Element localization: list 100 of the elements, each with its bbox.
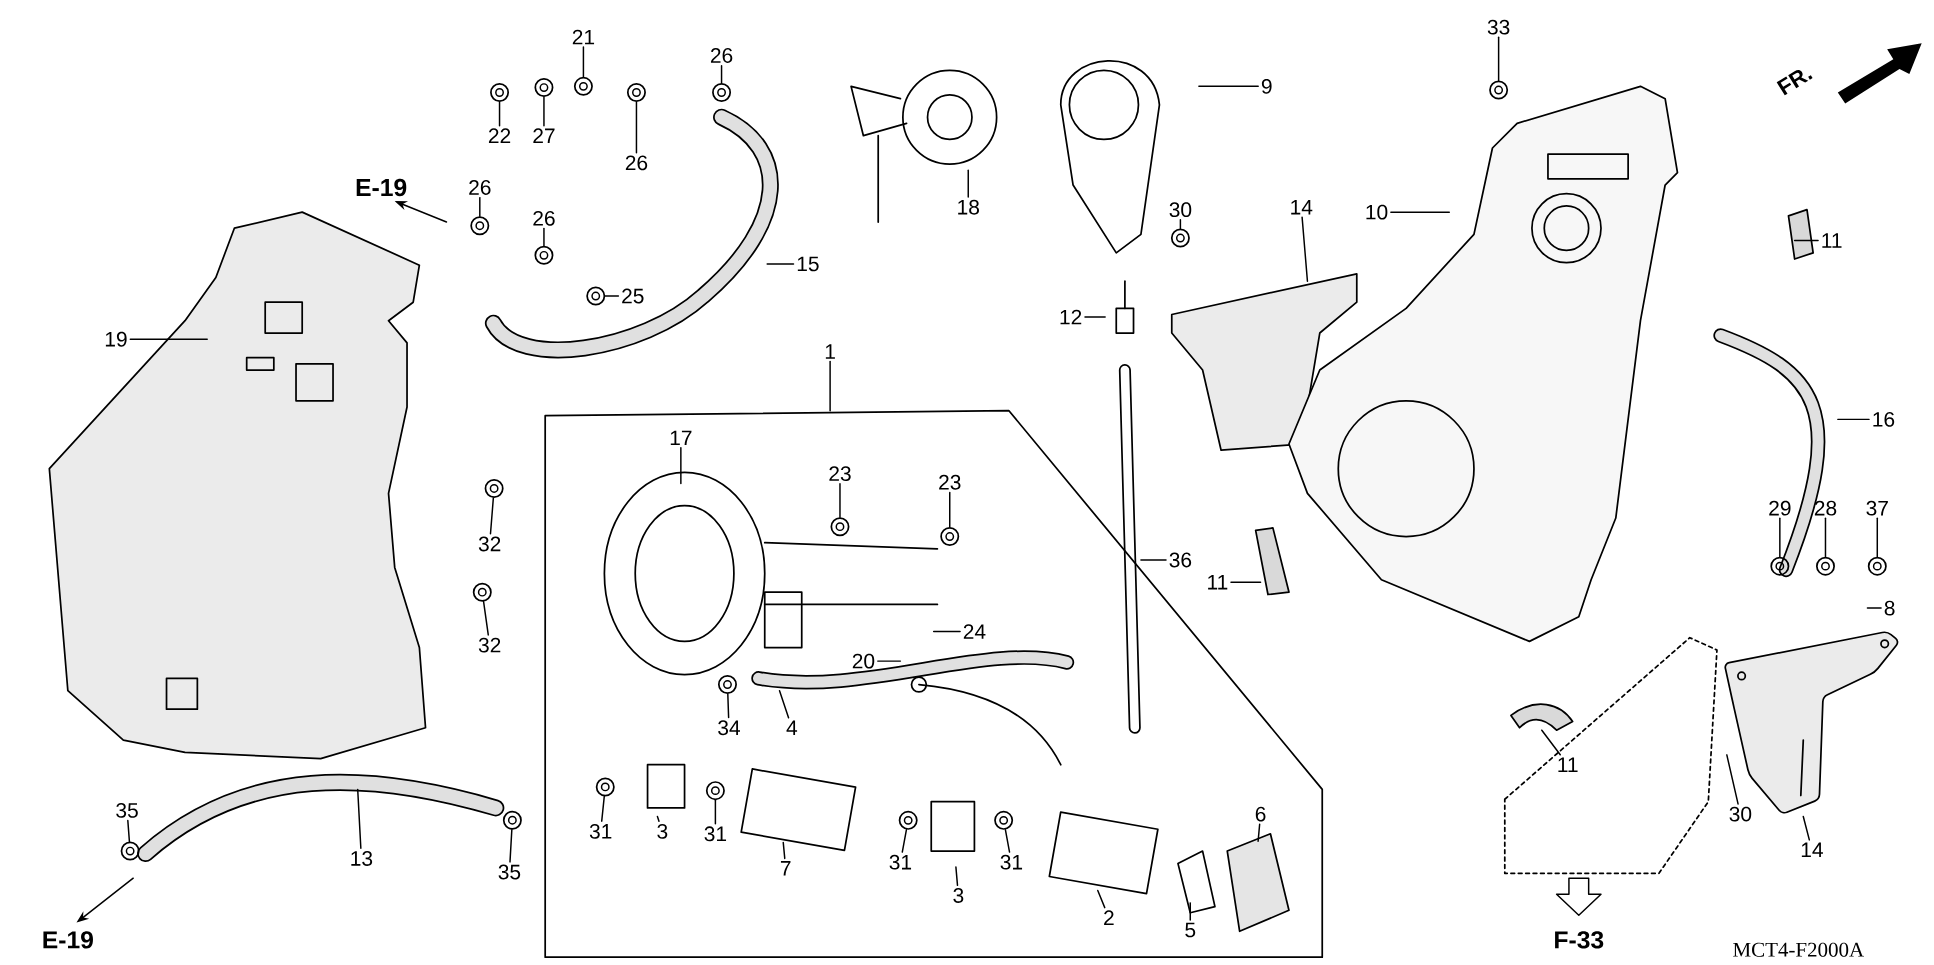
leader-line xyxy=(1390,211,1450,214)
washer xyxy=(1867,556,1887,576)
leader-line xyxy=(127,820,131,843)
leader-line xyxy=(582,46,585,78)
callout-number: 16 xyxy=(1873,412,1895,428)
leader-line xyxy=(1793,240,1819,242)
leader-line xyxy=(782,841,786,860)
callout-number: 21 xyxy=(572,29,595,45)
leader-line xyxy=(482,601,489,636)
callout-number: 26 xyxy=(533,211,555,226)
washer xyxy=(1489,80,1509,100)
washer xyxy=(534,246,554,266)
callout-number: 13 xyxy=(351,851,373,867)
washer xyxy=(830,517,850,537)
callout-number: 26 xyxy=(625,155,648,171)
callout-number: 36 xyxy=(1169,552,1192,568)
leader-line xyxy=(1198,85,1259,88)
leader-line xyxy=(720,65,723,84)
page-reference: E-19 xyxy=(356,179,407,197)
leader-line xyxy=(1779,517,1781,558)
callout-number: 7 xyxy=(780,861,791,876)
washer xyxy=(472,582,492,602)
leader-line xyxy=(778,690,790,719)
washer xyxy=(626,83,646,103)
leader-line xyxy=(967,169,969,199)
leader-line xyxy=(1541,729,1561,756)
callout-number: 11 xyxy=(1822,233,1842,248)
callout-number: 26 xyxy=(710,48,733,64)
callout-number: 31 xyxy=(889,855,912,870)
leader-line xyxy=(1084,316,1106,318)
leader-line xyxy=(1876,517,1878,558)
leader-line xyxy=(498,101,501,127)
callout-number: 31 xyxy=(589,824,612,839)
leader-line xyxy=(1824,517,1827,558)
washer xyxy=(1816,556,1835,576)
page-reference: E-19 xyxy=(43,931,93,949)
leader-line xyxy=(932,631,961,633)
washer xyxy=(705,781,725,801)
washer xyxy=(994,811,1014,831)
washer xyxy=(484,479,504,499)
leader-line xyxy=(839,483,841,519)
callout-number: 34 xyxy=(718,720,740,736)
callout-number: 19 xyxy=(105,332,127,347)
leader-line xyxy=(479,197,481,218)
leader-line xyxy=(727,693,730,719)
callout-number: 17 xyxy=(670,430,692,446)
page-reference: F-33 xyxy=(1555,931,1604,949)
callout-number: 23 xyxy=(939,475,961,490)
leader-line xyxy=(1726,754,1739,805)
callout-number: 9 xyxy=(1261,79,1272,94)
leader-line xyxy=(1802,816,1811,841)
callout-number: 2 xyxy=(1104,910,1114,926)
washer xyxy=(534,78,554,98)
leader-line xyxy=(601,795,605,823)
callout-number: 28 xyxy=(1814,501,1837,516)
leader-line xyxy=(489,497,495,535)
callout-number: 24 xyxy=(963,624,986,640)
callout-number: 3 xyxy=(953,888,964,904)
callout-number: 14 xyxy=(1801,842,1823,858)
leader-line xyxy=(1257,823,1261,843)
callout-number: 15 xyxy=(797,256,819,272)
washer xyxy=(595,777,615,797)
leader-line xyxy=(129,338,208,341)
leader-line xyxy=(1179,219,1182,230)
callout-number: 1 xyxy=(825,344,835,359)
leader-line xyxy=(1004,829,1011,853)
callout-number: 11 xyxy=(1208,575,1228,590)
leader-line xyxy=(1837,418,1870,421)
callout-number: 27 xyxy=(533,128,555,144)
washer xyxy=(718,675,737,695)
callout-number: 32 xyxy=(478,536,501,552)
leader-line xyxy=(949,491,951,528)
callout-number: 10 xyxy=(1366,204,1388,220)
washer xyxy=(490,83,510,103)
leader-line xyxy=(877,660,902,663)
callout-number: 35 xyxy=(498,864,521,880)
leader-line xyxy=(543,96,545,127)
washer xyxy=(1170,228,1190,248)
leader-line xyxy=(901,829,908,853)
leader-line xyxy=(1866,607,1882,610)
callout-number: 4 xyxy=(786,720,798,736)
callout-number: 14 xyxy=(1291,200,1313,215)
callout-number: 11 xyxy=(1558,757,1578,773)
callout-number: 25 xyxy=(622,288,644,304)
leader-line xyxy=(1497,36,1500,82)
leader-line xyxy=(1189,902,1191,921)
leader-line xyxy=(1230,581,1262,584)
leader-line xyxy=(356,788,362,850)
callout-number: 31 xyxy=(1000,855,1023,870)
callout-number: 35 xyxy=(116,803,138,819)
washer xyxy=(940,527,960,547)
washer xyxy=(586,286,606,306)
callout-number: 3 xyxy=(657,824,668,839)
washer xyxy=(573,77,593,97)
washer xyxy=(470,216,490,236)
leader-line xyxy=(955,866,959,887)
callout-number: 8 xyxy=(1884,600,1895,616)
leader-line xyxy=(656,816,660,823)
callout-number: 33 xyxy=(1487,19,1510,35)
callout-number: 37 xyxy=(1866,501,1888,516)
